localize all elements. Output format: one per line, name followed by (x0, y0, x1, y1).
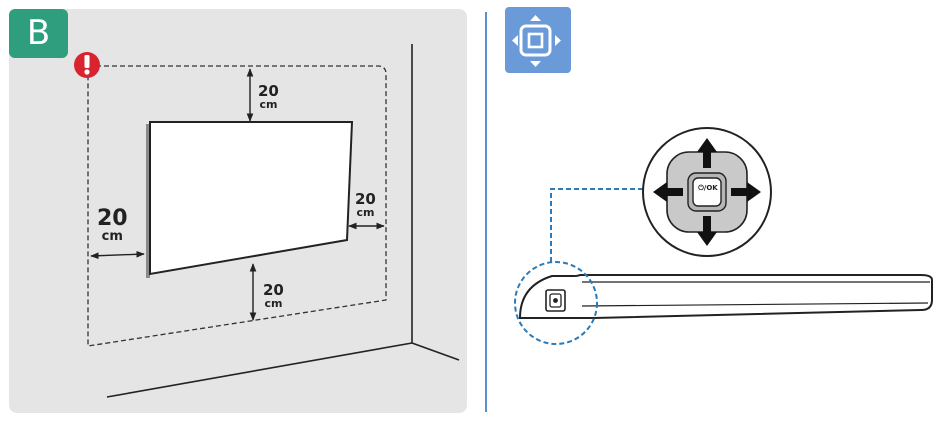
joystick-target-icon (505, 7, 571, 73)
right-clearance-value: 20 (355, 190, 376, 208)
tv-control-button (545, 289, 566, 312)
step-badge: B (9, 9, 68, 58)
direction-arrows (653, 138, 761, 246)
top-clearance-label: 20 cm (258, 82, 279, 111)
right-clearance-label: 20 cm (355, 190, 376, 219)
left-clearance-value: 20 (97, 206, 128, 231)
dimension-arrows (90, 68, 385, 321)
arrow-right-icon (731, 182, 761, 202)
clearance-zone (87, 65, 387, 347)
callout-line (514, 188, 645, 345)
bottom-clearance-value: 20 (263, 281, 284, 299)
arrow-down-icon (697, 216, 717, 246)
right-clearance-unit: cm (356, 206, 375, 219)
joystick-zoom (642, 127, 772, 257)
top-clearance-value: 20 (258, 82, 279, 100)
left-clearance-arrow (90, 250, 145, 260)
tv-bottom-edge (518, 274, 933, 319)
arrow-up-icon (697, 138, 717, 168)
tv-screen (149, 121, 354, 276)
room-corner (106, 44, 460, 398)
bottom-clearance-label: 20 cm (263, 281, 284, 310)
warning-icon (74, 52, 100, 78)
left-clearance-label: 20 cm (97, 206, 128, 244)
top-clearance-unit: cm (259, 98, 278, 111)
bottom-clearance-unit: cm (264, 297, 283, 310)
arrow-left-icon (653, 182, 683, 202)
left-clearance-unit: cm (101, 229, 123, 244)
power-ok-label: ⏻/OK (698, 184, 718, 192)
